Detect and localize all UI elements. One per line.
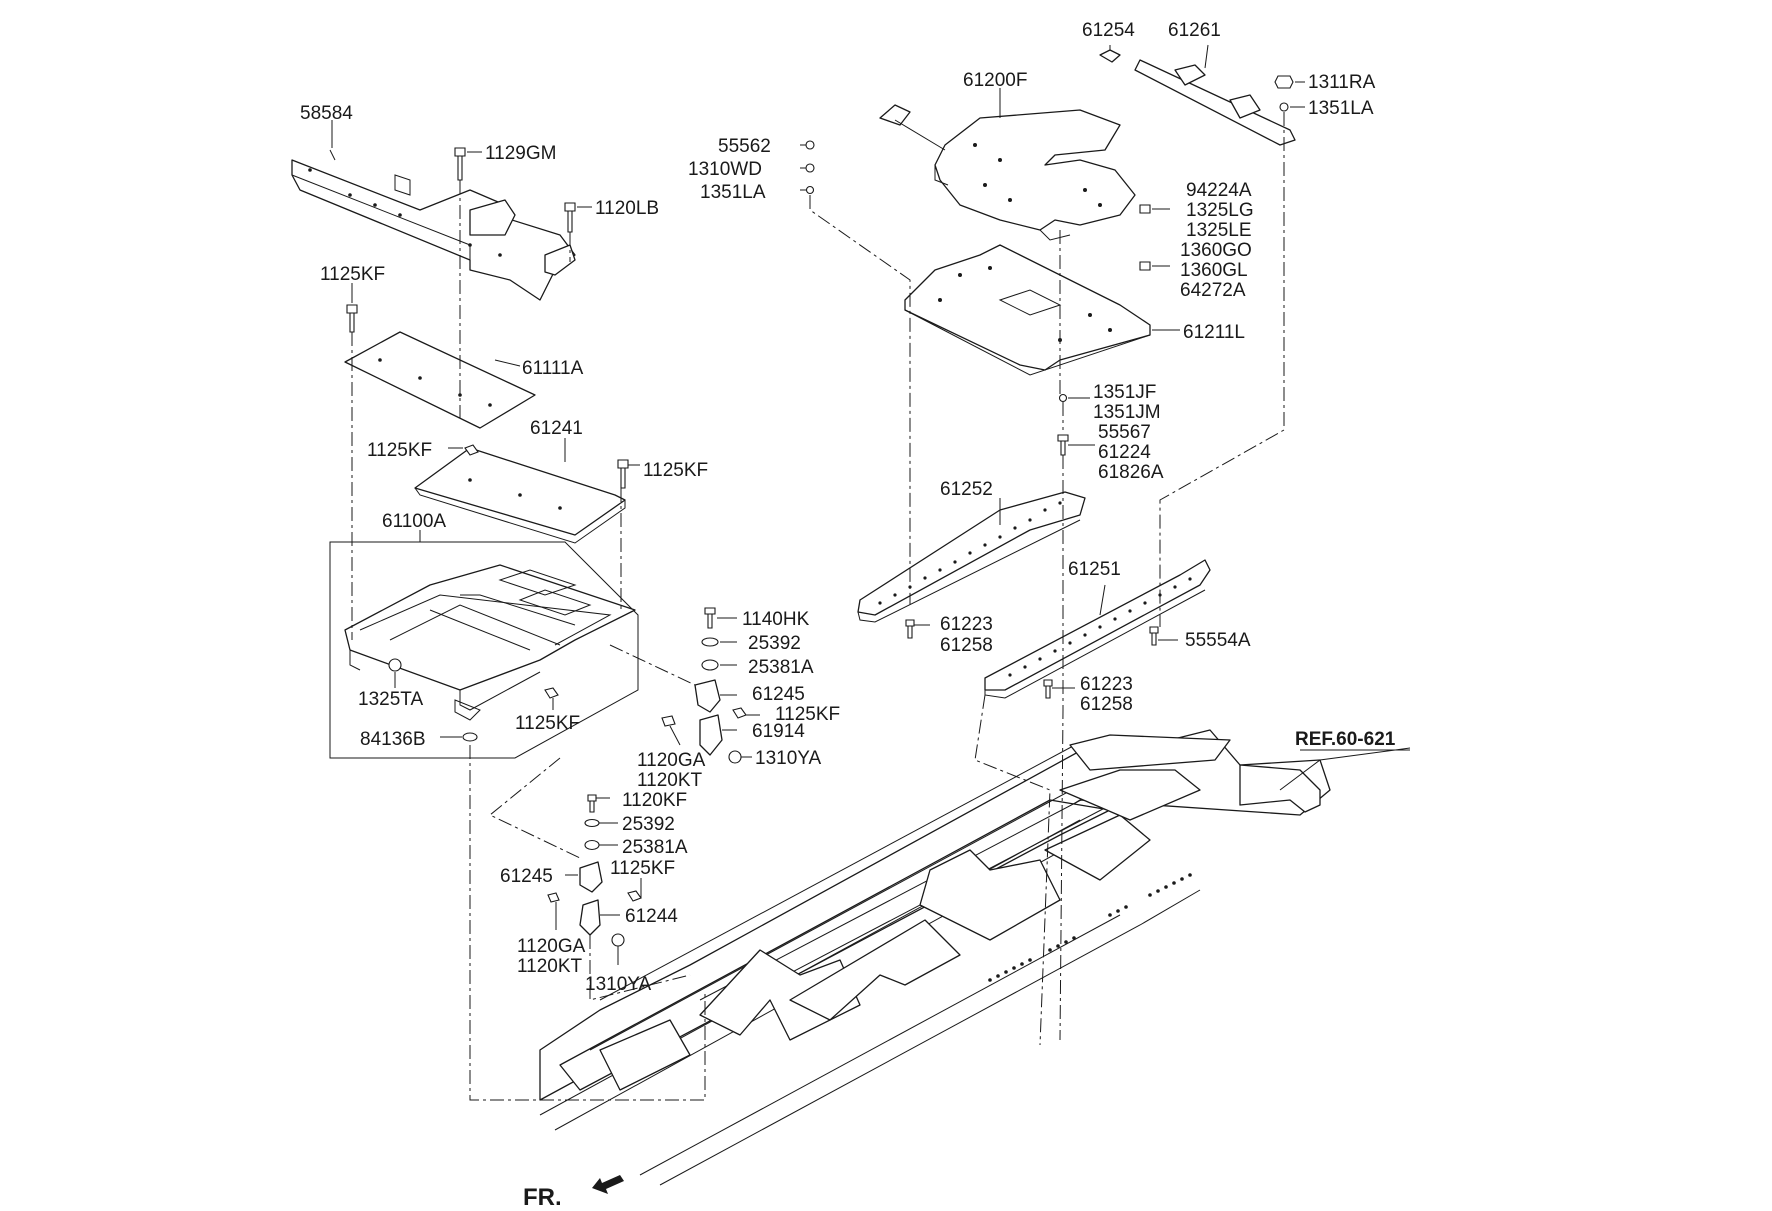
- label-1351LA-top: 1351LA: [1308, 98, 1374, 119]
- plate-61111a: [344, 331, 536, 429]
- front-direction-arrow: [592, 1175, 624, 1194]
- label-1120GA-b: 1120GA: [517, 936, 586, 957]
- label-61224: 61224: [1098, 442, 1151, 463]
- label-1120LB: 1120LB: [595, 198, 659, 219]
- label-61261: 61261: [1168, 20, 1221, 41]
- label-1125KF-b: 1125KF: [367, 440, 432, 461]
- label-1325LG: 1325LG: [1186, 200, 1254, 221]
- label-61223-a: 61223: [940, 614, 993, 635]
- label-1360GL: 1360GL: [1180, 260, 1248, 281]
- label-61914: 61914: [752, 721, 805, 742]
- label-61251: 61251: [1068, 559, 1121, 580]
- part-labels: 61254 61261 1311RA 1351LA 61200F 58584 5…: [300, 20, 1396, 1211]
- label-1310WD: 1310WD: [688, 159, 762, 180]
- label-ref-60-621: REF.60-621: [1295, 729, 1396, 750]
- label-61245-b: 61245: [500, 866, 553, 887]
- rail-61251: [984, 559, 1211, 699]
- label-58584: 58584: [300, 103, 353, 124]
- label-61200F: 61200F: [963, 70, 1027, 91]
- label-1120KT-b: 1120KT: [517, 956, 583, 977]
- label-61211L: 61211L: [1183, 322, 1245, 343]
- label-25392-b: 25392: [622, 814, 675, 835]
- bracket-61245-lower: [579, 861, 603, 936]
- label-1125KF-f: 1125KF: [610, 858, 675, 879]
- label-61100A: 61100A: [382, 511, 446, 532]
- label-61223-b: 61223: [1080, 674, 1133, 695]
- label-25381A-b: 25381A: [622, 837, 688, 858]
- label-61826A: 61826A: [1098, 462, 1164, 483]
- label-1120KF: 1120KF: [622, 790, 687, 811]
- label-84136B: 84136B: [360, 729, 426, 750]
- label-1120GA-a: 1120GA: [637, 750, 706, 771]
- label-front: FR.: [523, 1184, 562, 1211]
- label-1360GO: 1360GO: [1180, 240, 1252, 261]
- label-55567: 55567: [1098, 422, 1151, 443]
- label-61245-a: 61245: [752, 684, 805, 705]
- label-1310YA-b: 1310YA: [585, 974, 652, 995]
- label-61241: 61241: [530, 418, 583, 439]
- label-61258-b: 61258: [1080, 694, 1133, 715]
- label-1351LA-mid: 1351LA: [700, 182, 766, 203]
- frame-assembly-61100a: [329, 541, 639, 759]
- label-1351JM: 1351JM: [1093, 402, 1161, 423]
- label-61111A: 61111A: [522, 358, 584, 379]
- rail-61252: [857, 491, 1086, 623]
- label-61252: 61252: [940, 479, 993, 500]
- label-64272A: 64272A: [1180, 280, 1246, 301]
- label-1125KF-a: 1125KF: [320, 264, 385, 285]
- label-55554A: 55554A: [1185, 630, 1251, 651]
- label-61254: 61254: [1082, 20, 1135, 41]
- mount-plate-61211l: [904, 244, 1151, 376]
- label-25381A-a: 25381A: [748, 657, 814, 678]
- alignment-lines: [351, 112, 1285, 1101]
- bar-61261: [1134, 59, 1296, 146]
- label-1325TA: 1325TA: [358, 689, 423, 710]
- label-25392-a: 25392: [748, 633, 801, 654]
- label-1125KF-c: 1125KF: [643, 460, 708, 481]
- label-1129GM: 1129GM: [485, 143, 556, 164]
- label-55562: 55562: [718, 136, 771, 157]
- label-1140HK: 1140HK: [742, 609, 810, 630]
- block-61254: [1099, 49, 1121, 63]
- label-1310YA-a: 1310YA: [755, 748, 822, 769]
- label-1325LE: 1325LE: [1186, 220, 1252, 241]
- label-1125KF-e: 1125KF: [775, 704, 840, 725]
- label-94224A: 94224A: [1186, 180, 1252, 201]
- label-1351JF: 1351JF: [1093, 382, 1156, 403]
- plate-61241: [414, 447, 626, 544]
- bracket-58584: [291, 149, 576, 301]
- bracket-61245-upper: [694, 679, 723, 756]
- chassis-frame: [539, 729, 1331, 1186]
- fasteners: [346, 75, 1294, 947]
- leader-lines: [331, 44, 1411, 965]
- label-1120KT-a: 1120KT: [637, 770, 703, 791]
- label-61258-a: 61258: [940, 635, 993, 656]
- label-1125KF-d: 1125KF: [515, 713, 580, 734]
- label-61244: 61244: [625, 906, 678, 927]
- label-1311RA: 1311RA: [1308, 72, 1376, 93]
- fifth-wheel-61200f: [879, 104, 1136, 241]
